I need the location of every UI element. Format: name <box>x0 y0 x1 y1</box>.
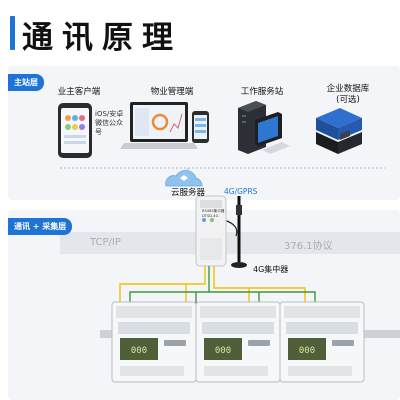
svg-text:000: 000 <box>299 346 315 356</box>
laptop-icon <box>120 102 198 149</box>
svg-text:000: 000 <box>215 346 231 356</box>
network-label: 4G/GPRS <box>224 187 258 196</box>
energy-meter: 000 <box>279 301 365 383</box>
dashed-links <box>60 167 385 182</box>
svg-text:000: 000 <box>131 346 147 356</box>
database-label: 企业数据库 (可选) <box>326 84 370 105</box>
concentrator-label: 4G集中器 <box>253 265 289 274</box>
owner-client-label: 业主客户端 <box>57 87 101 97</box>
energy-meter: 000 <box>195 301 281 383</box>
comm-layer-tag: 通讯 + 采集层 <box>8 218 73 235</box>
energy-meter: 000 <box>111 301 197 383</box>
bus-wiring <box>119 266 316 305</box>
phone-icon <box>192 111 209 143</box>
page-title: 通讯原理 <box>22 20 182 56</box>
concentrator-device-text: RS485集中器 DTSD-4G <box>202 209 225 218</box>
database-icon <box>316 108 362 154</box>
protocol-right: 376.1协议 <box>284 241 333 252</box>
cloud-server-label: 云服务器 <box>170 188 205 198</box>
antenna-icon <box>231 196 247 268</box>
concentrator-device <box>195 195 227 267</box>
monitor-icon <box>255 112 290 154</box>
property-client-label: 物业管理端 <box>150 87 194 97</box>
protocol-left: TCP/IP <box>90 237 121 248</box>
title-accent-bar <box>10 16 15 50</box>
protocol-band <box>60 232 400 254</box>
workstation-label: 工作服务站 <box>240 87 284 97</box>
master-layer-tag: 主站层 <box>8 74 44 91</box>
cloud-icon <box>165 170 203 187</box>
owner-platform-note: iOS/安卓 微信公众 号 <box>95 110 124 136</box>
phone-icon <box>58 103 92 158</box>
